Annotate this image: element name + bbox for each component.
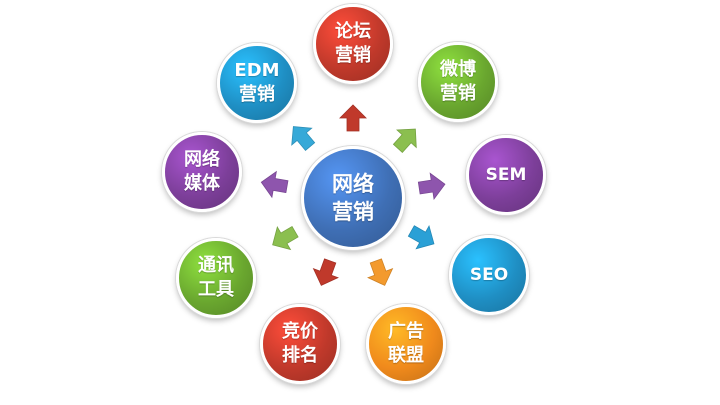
node-label: SEM bbox=[485, 164, 527, 185]
node-label: 论坛 营销 bbox=[335, 20, 371, 66]
node-label: SEO bbox=[469, 264, 509, 285]
node-ad-alliance: 广告 联盟 bbox=[366, 304, 446, 384]
arrow-meiti bbox=[260, 170, 289, 199]
node-label: 网络 媒体 bbox=[184, 148, 220, 194]
node-label: 微博 营销 bbox=[440, 58, 476, 104]
center-node-network-marketing: 网络 营销 bbox=[301, 146, 405, 250]
node-seo: SEO bbox=[449, 235, 529, 315]
node-label: EDM 营销 bbox=[234, 59, 280, 105]
node-edm-marketing: EDM 营销 bbox=[217, 43, 297, 123]
node-label: 通讯 工具 bbox=[198, 254, 234, 300]
arrow-edm bbox=[291, 126, 316, 151]
node-forum-marketing: 论坛 营销 bbox=[313, 4, 393, 84]
node-sem: SEM bbox=[466, 135, 546, 215]
node-label: 广告 联盟 bbox=[388, 320, 424, 366]
arrow-luntan bbox=[339, 104, 367, 132]
node-online-media: 网络 媒体 bbox=[162, 132, 242, 212]
center-node-label: 网络 营销 bbox=[332, 171, 374, 224]
node-label: 竞价 排名 bbox=[282, 320, 318, 366]
arrow-weibo bbox=[392, 128, 417, 153]
node-weibo-marketing: 微博 营销 bbox=[418, 42, 498, 122]
arrow-sem bbox=[417, 172, 446, 200]
arrow-tongxun bbox=[272, 226, 299, 251]
arrow-seo bbox=[407, 225, 435, 250]
arrow-guanggao bbox=[367, 258, 394, 286]
node-bidding-ranking: 竞价 排名 bbox=[260, 304, 340, 384]
node-communication-tools: 通讯 工具 bbox=[176, 238, 256, 318]
arrow-jingjia bbox=[312, 258, 339, 286]
